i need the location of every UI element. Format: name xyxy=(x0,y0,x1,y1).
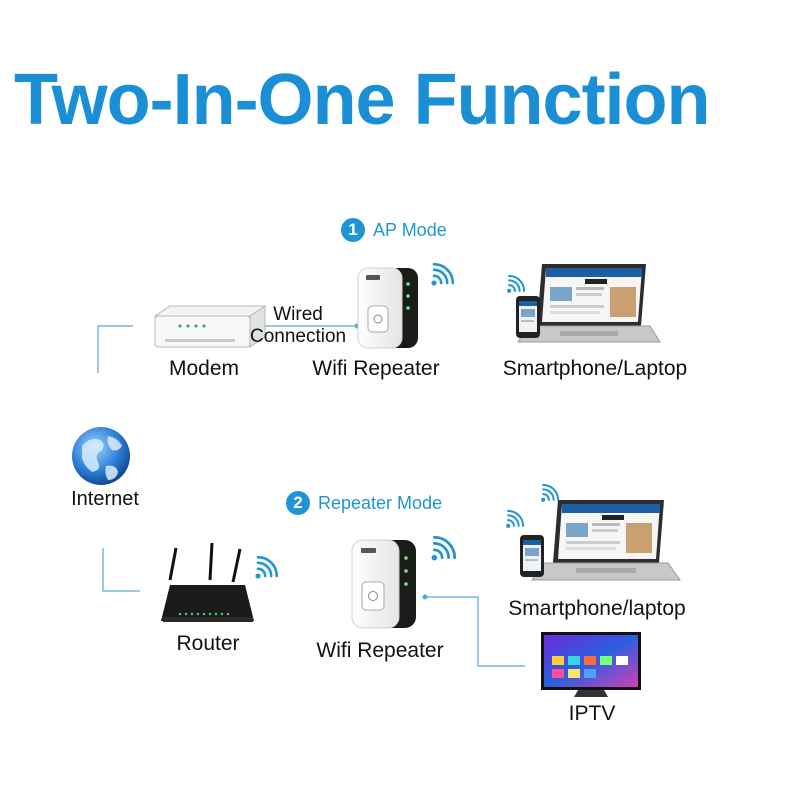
wifi-signal-icon-device-top xyxy=(540,484,559,503)
wifi-signal-icon-device-left xyxy=(505,510,524,529)
wifi-repeater-icon-repeater xyxy=(351,539,416,629)
connector-lines xyxy=(97,325,525,667)
ap-mode-header: 1 AP Mode xyxy=(341,218,447,242)
repeater-mode-label: Repeater Mode xyxy=(318,492,443,513)
wired-connection-label: Wired Connection xyxy=(250,304,347,347)
step-number-badge: 2 xyxy=(286,491,310,515)
smartphone-laptop-label-ap: Smartphone/Laptop xyxy=(502,357,688,380)
wifi-repeater-label-ap: Wifi Repeater xyxy=(312,357,440,380)
smartphone-laptop-label-repeater: Smartphone/laptop xyxy=(508,597,686,620)
repeater-bracket-line xyxy=(102,548,140,592)
internet-label: Internet xyxy=(71,488,139,510)
repeater-to-iptv-line xyxy=(424,596,525,667)
tv-icon xyxy=(541,632,641,697)
modem-label: Modem xyxy=(168,357,240,380)
smartphone-icon-ap xyxy=(516,296,540,338)
ap-mode-label: AP Mode xyxy=(373,219,447,240)
step-number-badge: 1 xyxy=(341,218,365,242)
laptop-icon-repeater xyxy=(531,500,681,581)
ap-bracket-line xyxy=(97,325,133,373)
wifi-repeater-icon-ap xyxy=(357,267,418,349)
router-label: Router xyxy=(176,632,240,655)
laptop-icon-ap xyxy=(517,264,661,343)
wifi-signal-icon-router xyxy=(254,556,278,580)
wifi-repeater-label-repeater: Wifi Repeater xyxy=(316,639,444,662)
page-title: Two-In-One Function xyxy=(14,60,711,140)
globe-icon xyxy=(72,427,130,485)
wifi-signal-icon-ap-device xyxy=(506,275,525,294)
modem-icon xyxy=(153,305,267,348)
router-icon xyxy=(161,542,254,622)
repeater-mode-header: 2 Repeater Mode xyxy=(286,491,442,515)
wifi-signal-icon-repeater xyxy=(430,536,456,562)
iptv-label: IPTV xyxy=(568,702,616,725)
wifi-signal-icon-ap-repeater xyxy=(430,263,454,287)
smartphone-icon-repeater xyxy=(520,535,544,577)
